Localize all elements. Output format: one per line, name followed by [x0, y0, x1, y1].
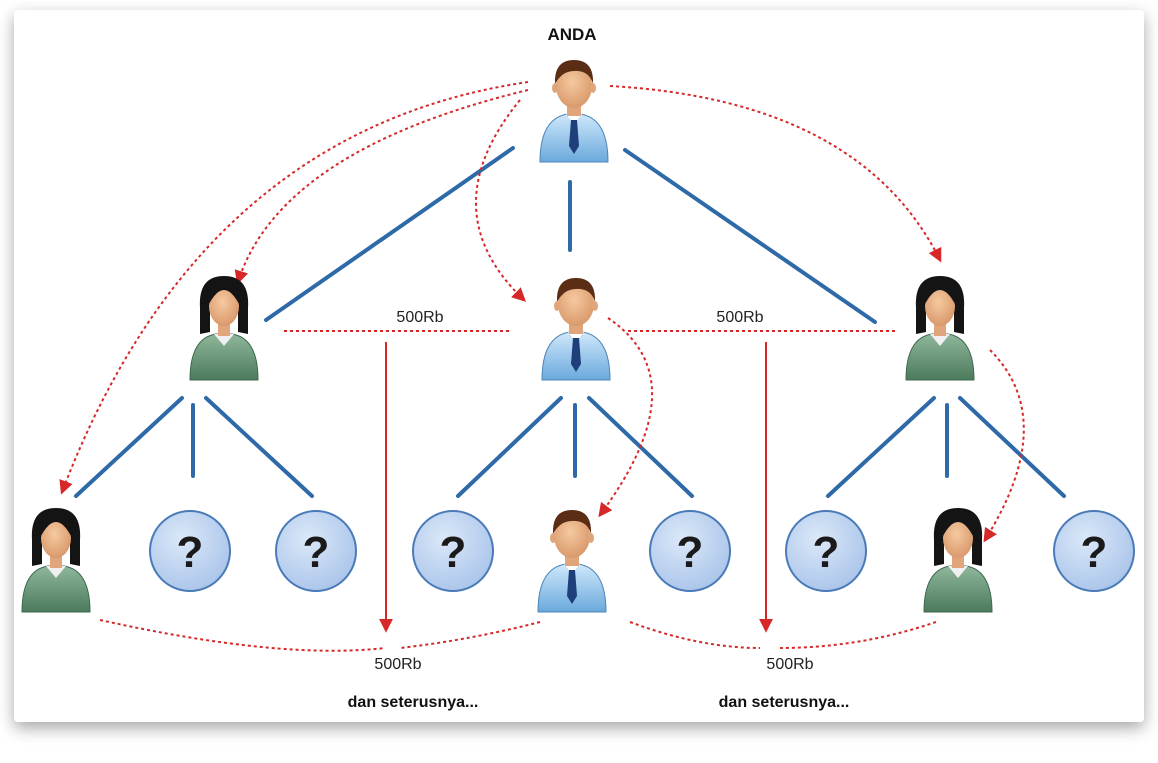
unknown-mark: ?: [813, 528, 840, 577]
unknown-mark: ?: [440, 528, 467, 577]
unknown-mark: ?: [1081, 528, 1108, 577]
referral-arrows: [59, 81, 1025, 652]
unknown-mark: ?: [177, 528, 204, 577]
bonus-label-left: 500Rb: [396, 309, 443, 326]
continuation-label-right: dan seterusnya...: [719, 694, 850, 711]
bonus-label-bottom-left: 500Rb: [374, 656, 421, 673]
question-circle-icon: ?: [1053, 510, 1135, 592]
question-circle-icon: ?: [649, 510, 731, 592]
unknown-mark: ?: [303, 528, 330, 577]
bonus-label-right: 500Rb: [716, 309, 763, 326]
question-circle-icon: ?: [785, 510, 867, 592]
unknown-mark: ?: [677, 528, 704, 577]
top-label: ANDA: [547, 25, 596, 44]
unknown-nodes: ? ? ? ? ? ?: [149, 510, 1135, 592]
bonus-label-bottom-right: 500Rb: [766, 656, 813, 673]
bonus-arrows: [379, 342, 773, 633]
question-circle-icon: ?: [412, 510, 494, 592]
continuation-label-left: dan seterusnya...: [348, 694, 479, 711]
question-circle-icon: ?: [275, 510, 357, 592]
question-circle-icon: ?: [149, 510, 231, 592]
